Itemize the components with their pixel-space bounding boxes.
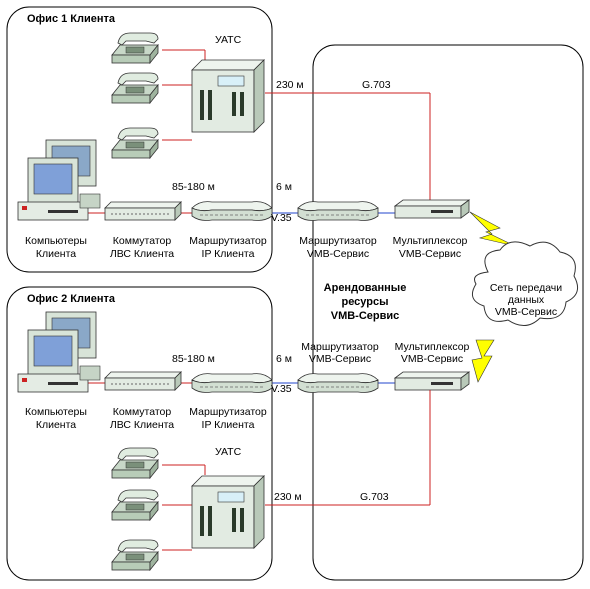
leased-resources-label: Арендованные ресурсы VMB-Сервис: [324, 282, 407, 322]
provider-mux-top: [394, 199, 470, 219]
svg-text:Клиента: Клиента: [36, 419, 76, 431]
provider-mux-bottom-label: Мультиплексор VMB-Сервис: [395, 341, 470, 365]
office1-title: Офис 1 Клиента: [27, 13, 116, 25]
office2-link-v35: V.35: [271, 383, 292, 395]
office1-switch-label: Коммутатор ЛВС Клиента: [110, 235, 174, 260]
office1-computers-label: Компьютеры Клиента: [25, 235, 87, 260]
lightning-bottom: [471, 339, 495, 383]
svg-text:Сеть передачи: Сеть передачи: [490, 282, 562, 294]
svg-text:Маршрутизатор: Маршрутизатор: [301, 341, 379, 353]
office2-router-label: Маршрутизатор IP Клиента: [189, 406, 267, 431]
office1-router: [191, 201, 273, 221]
office1-phone-3: [111, 127, 159, 159]
office2-phone-1: [111, 447, 159, 479]
office2-computers: [17, 311, 101, 393]
office1-box: [6, 6, 273, 273]
office2-link-6m: 6 м: [276, 353, 292, 365]
svg-text:Компьютеры: Компьютеры: [25, 235, 87, 247]
svg-text:Маршрутизатор: Маршрутизатор: [189, 406, 267, 418]
office2-switch: [104, 371, 182, 391]
office2-title: Офис 2 Клиента: [27, 293, 116, 305]
office2-link-85-180: 85-180 м: [172, 353, 215, 365]
svg-text:ЛВС Клиента: ЛВС Клиента: [110, 248, 174, 260]
office1-router-label: Маршрутизатор IP Клиента: [189, 235, 267, 260]
lightning-top: [469, 211, 516, 247]
office1-phone-lines: [162, 49, 431, 200]
svg-text:Маршрутизатор: Маршрутизатор: [189, 235, 267, 247]
svg-text:VMB-Сервис: VMB-Сервис: [399, 248, 461, 260]
office2-pbx: [191, 475, 265, 549]
office1-link-v35: V.35: [271, 212, 292, 224]
svg-text:IP Клиента: IP Клиента: [202, 419, 255, 431]
office1-pbx: [191, 59, 265, 133]
office2-router: [191, 373, 273, 393]
svg-text:Мультиплексор: Мультиплексор: [395, 341, 470, 353]
office2-box: [6, 286, 273, 581]
provider-router-top: [297, 201, 379, 221]
data-network-cloud-label: Сеть передачи данных VMB-Сервис: [490, 282, 562, 318]
svg-text:IP Клиента: IP Клиента: [202, 248, 255, 260]
svg-text:данных: данных: [508, 294, 545, 306]
provider-mux-bottom: [394, 371, 470, 391]
office2-pbx-label: УАТС: [215, 446, 242, 458]
office1-pbx-label: УАТС: [215, 34, 242, 46]
svg-text:Арендованные: Арендованные: [324, 282, 407, 294]
office2-link-g703: G.703: [360, 491, 389, 503]
office2-switch-label: Коммутатор ЛВС Клиента: [110, 406, 174, 431]
provider-router-bottom-label: Маршрутизатор VMB-Сервис: [301, 341, 379, 365]
office1-link-6m: 6 м: [276, 181, 292, 193]
office2-phone-3: [111, 539, 159, 571]
provider-router-top-label: Маршрутизатор VMB-Сервис: [299, 235, 377, 260]
office1-computers: [17, 139, 101, 221]
svg-text:ресурсы: ресурсы: [341, 296, 388, 308]
svg-text:VMB-Сервис: VMB-Сервис: [309, 353, 371, 365]
office2-phone-2: [111, 489, 159, 521]
svg-text:VMB-Сервис: VMB-Сервис: [307, 248, 369, 260]
svg-text:ЛВС Клиента: ЛВС Клиента: [110, 419, 174, 431]
office2-link-230: 230 м: [274, 491, 302, 503]
office1-phone-1: [111, 32, 159, 64]
svg-text:Компьютеры: Компьютеры: [25, 406, 87, 418]
office1-switch: [104, 201, 182, 221]
office2-phone-lines: [162, 390, 431, 551]
office1-link-230: 230 м: [276, 79, 304, 91]
svg-text:VMB-Сервис: VMB-Сервис: [331, 310, 400, 322]
svg-text:VMB-Сервис: VMB-Сервис: [495, 306, 557, 318]
svg-text:Мультиплексор: Мультиплексор: [393, 235, 468, 247]
office2-computers-label: Компьютеры Клиента: [25, 406, 87, 431]
svg-text:Коммутатор: Коммутатор: [113, 406, 172, 418]
svg-text:Клиента: Клиента: [36, 248, 76, 260]
provider-mux-top-label: Мультиплексор VMB-Сервис: [393, 235, 468, 260]
svg-text:Маршрутизатор: Маршрутизатор: [299, 235, 377, 247]
svg-text:Коммутатор: Коммутатор: [113, 235, 172, 247]
office1-phone-2: [111, 72, 159, 104]
office1-link-g703: G.703: [362, 79, 391, 91]
provider-router-bottom: [297, 373, 379, 393]
provider-box: [312, 44, 584, 581]
data-network-cloud: [471, 241, 579, 326]
office1-link-85-180: 85-180 м: [172, 181, 215, 193]
svg-text:VMB-Сервис: VMB-Сервис: [401, 353, 463, 365]
